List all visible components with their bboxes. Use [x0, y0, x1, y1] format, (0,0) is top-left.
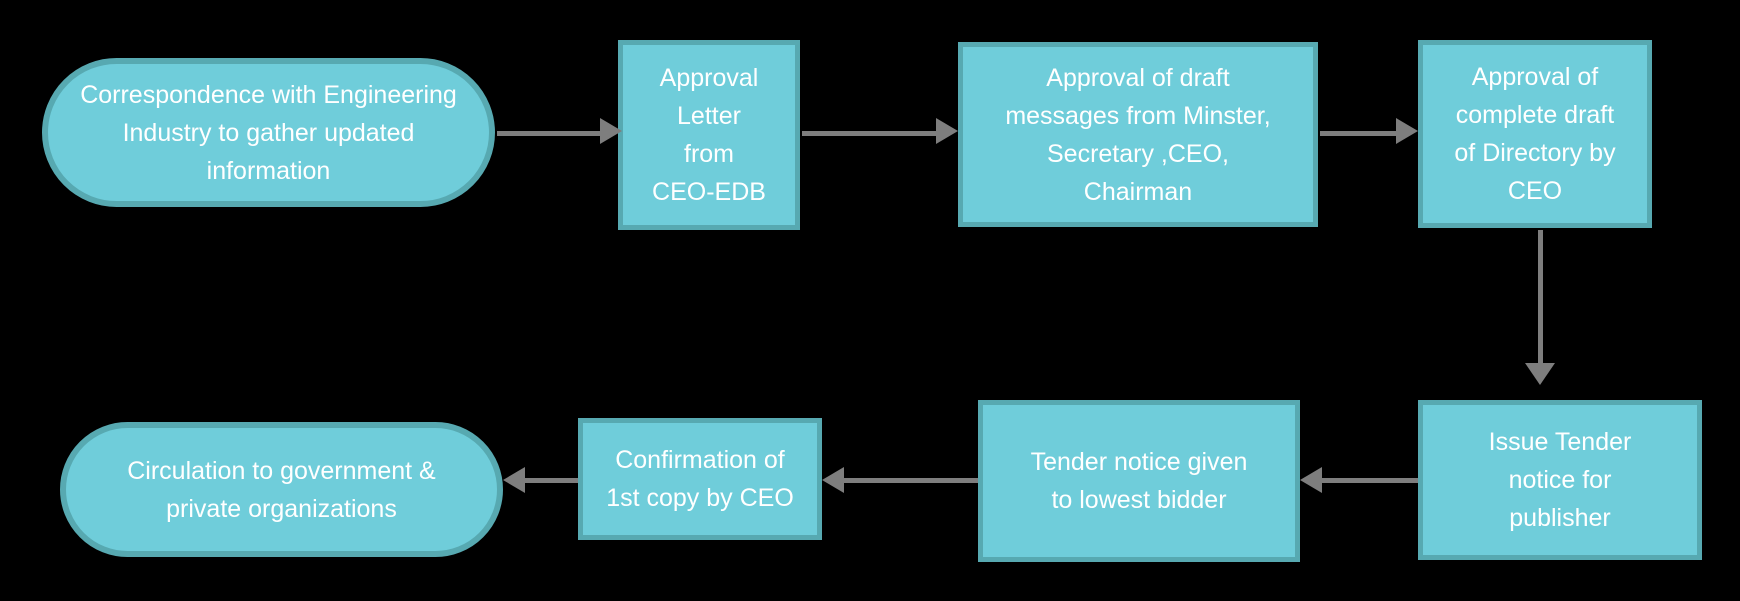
arrowhead-left-icon	[503, 467, 525, 493]
node-approval-draft-messages-label: Approval of draft messages from Minster,…	[1005, 63, 1271, 206]
arrowhead-right-icon	[936, 118, 958, 144]
node-circulation-label: Circulation to government & private orga…	[127, 456, 436, 523]
arrowhead-left-icon	[822, 467, 844, 493]
node-confirmation-first-copy-label: Confirmation of 1st copy by CEO	[606, 446, 794, 512]
node-tender-lowest-bidder: Tender notice given to lowest bidder	[978, 400, 1300, 562]
arrow-draft-messages-to-complete-draft	[1320, 131, 1397, 136]
node-correspondence: Correspondence with Engineering Industry…	[42, 58, 495, 207]
node-approval-complete-draft-label: Approval of complete draft of Directory …	[1454, 63, 1616, 205]
node-approval-letter: Approval Letter from CEO-EDB	[618, 40, 800, 230]
node-approval-draft-messages: Approval of draft messages from Minster,…	[958, 42, 1318, 227]
arrow-approval-letter-to-draft-messages	[802, 131, 937, 136]
arrow-issue-tender-to-lowest-bidder	[1321, 478, 1418, 483]
node-approval-complete-draft: Approval of complete draft of Directory …	[1418, 40, 1652, 228]
node-correspondence-label: Correspondence with Engineering Industry…	[80, 80, 457, 185]
arrow-confirmation-to-circulation	[524, 478, 578, 483]
arrow-lowest-bidder-to-confirmation	[843, 478, 978, 483]
node-issue-tender-notice: Issue Tender notice for publisher	[1418, 400, 1702, 560]
node-approval-letter-label: Approval Letter from CEO-EDB	[652, 64, 766, 206]
node-circulation: Circulation to government & private orga…	[60, 422, 503, 557]
arrowhead-right-icon	[600, 118, 622, 144]
arrowhead-left-icon	[1300, 467, 1322, 493]
node-confirmation-first-copy: Confirmation of 1st copy by CEO	[578, 418, 822, 540]
arrowhead-down-icon	[1525, 363, 1555, 385]
arrow-correspondence-to-approval-letter	[497, 131, 601, 136]
node-tender-lowest-bidder-label: Tender notice given to lowest bidder	[1030, 448, 1248, 514]
arrow-complete-draft-to-issue-tender	[1538, 230, 1543, 364]
arrowhead-right-icon	[1396, 118, 1418, 144]
node-issue-tender-notice-label: Issue Tender notice for publisher	[1488, 428, 1632, 532]
